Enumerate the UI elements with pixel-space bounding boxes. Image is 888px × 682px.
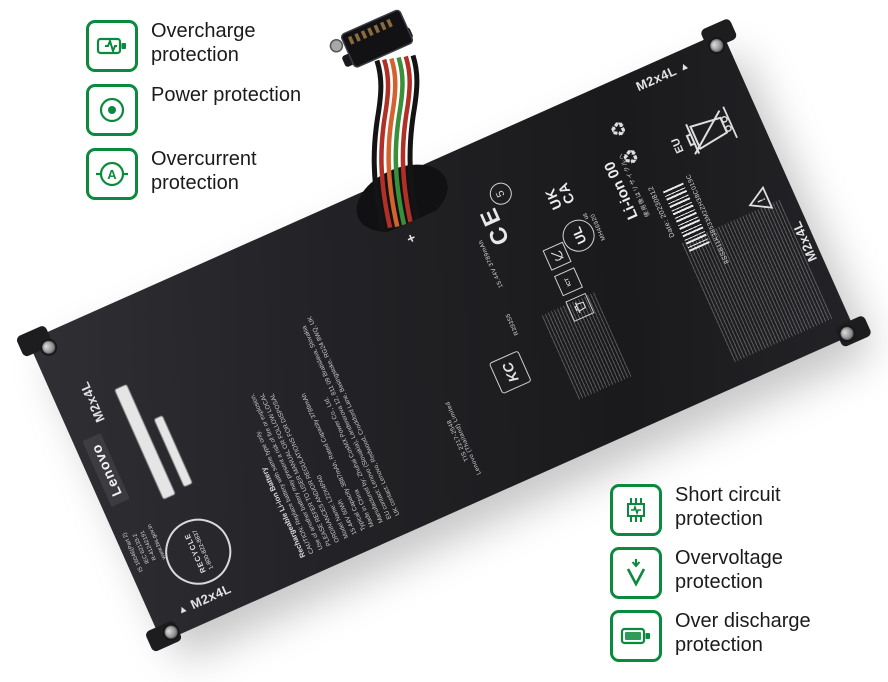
r-code-text: R39355 bbox=[505, 312, 520, 336]
cert-square-row: ICT bbox=[542, 241, 595, 322]
crossed-bin-icon bbox=[685, 106, 739, 155]
polarity-plus-mark: + bbox=[404, 229, 418, 247]
power-protection-icon bbox=[86, 84, 138, 136]
short-circuit-protection-icon bbox=[610, 484, 662, 536]
over-discharge-protection-icon bbox=[610, 610, 662, 662]
liion-mark: Li-ion 00 使用後はリサイクルへ bbox=[599, 151, 651, 225]
ict-square: ICT bbox=[553, 267, 583, 297]
ul-text: UL bbox=[568, 224, 589, 247]
feature-power-protection: Power protection bbox=[86, 84, 313, 136]
feature-label: Overcurrent protection bbox=[151, 148, 257, 194]
kc-mark: KC bbox=[488, 350, 532, 395]
feature-overcurrent-protection: A Overcurrent protection bbox=[86, 148, 313, 200]
corner-label-bottom: ▲ M2x4L bbox=[175, 580, 234, 618]
corner-label-text: M2x4L bbox=[76, 379, 108, 425]
rbrc-recycle-stamp: RECYCLE 1-800-822-8837 bbox=[154, 508, 242, 596]
brand-wordmark: Lenovo bbox=[82, 433, 130, 507]
fine-print-block bbox=[680, 199, 833, 363]
feature-overcharge-protection: Overcharge protection bbox=[86, 20, 313, 72]
mount-tab bbox=[144, 619, 183, 653]
feature-over-discharge-protection: Over discharge protection bbox=[610, 610, 837, 662]
corner-triangle: ▲ bbox=[677, 59, 692, 75]
overcurrent-protection-icon: A bbox=[86, 148, 138, 200]
regulatory-text-block: Rechargeable Li-ion Battery CAUTION: Rep… bbox=[177, 228, 469, 563]
warning-triangle-icon: ! bbox=[743, 183, 779, 218]
crossed-square-icon bbox=[542, 241, 572, 271]
ukca-mark: UK CA bbox=[541, 180, 578, 213]
svg-text:A: A bbox=[107, 167, 117, 182]
r-code: R39355 bbox=[505, 312, 521, 336]
feature-label: Overcharge protection bbox=[151, 20, 256, 66]
feature-label: Short circuit protection bbox=[675, 484, 781, 530]
feature-label: Power protection bbox=[151, 84, 302, 106]
feature-overvoltage-protection: Overvoltage protection bbox=[610, 547, 837, 599]
ul-us-text: us bbox=[582, 211, 591, 221]
mini-bin-icon bbox=[565, 292, 595, 322]
corner-label-top: M2x4L ▲ bbox=[634, 57, 692, 94]
plus-text: + bbox=[404, 229, 419, 247]
battery-photo: M2x4L ▲ M2x4L M2x4L ▲ M2x4L Lenovo Recha… bbox=[15, 9, 873, 653]
rohs-number: 5 bbox=[494, 188, 508, 199]
feature-label: Overvoltage protection bbox=[675, 547, 783, 593]
weee-bin-mark: EU bbox=[664, 102, 743, 167]
lenovo-logo: Lenovo bbox=[82, 433, 130, 507]
feature-short-circuit-protection: Short circuit protection bbox=[610, 484, 837, 536]
kc-text: KC bbox=[498, 359, 522, 385]
battery-connector-cable bbox=[285, 0, 496, 241]
corner-triangle: ▲ bbox=[176, 602, 191, 618]
regulatory-text-lines: Rechargeable Li-ion Battery CAUTION: Rep… bbox=[177, 225, 476, 563]
feature-label: Over discharge protection bbox=[675, 610, 811, 656]
corner-label-text: M2x4L bbox=[188, 580, 234, 613]
ict-text: ICT bbox=[563, 276, 574, 288]
corner-label-left: M2x4L bbox=[77, 379, 108, 424]
overcharge-protection-icon bbox=[86, 20, 138, 72]
corner-label-text: M2x4L bbox=[633, 63, 679, 95]
bis-mark-block: IS 16046(Part 2) IEC 62133-2 R-41242191 … bbox=[121, 520, 170, 573]
fine-print-block bbox=[540, 292, 632, 400]
wire-bundle-icon bbox=[329, 9, 448, 232]
svg-text:!: ! bbox=[756, 196, 768, 204]
overvoltage-protection-icon bbox=[610, 547, 662, 599]
